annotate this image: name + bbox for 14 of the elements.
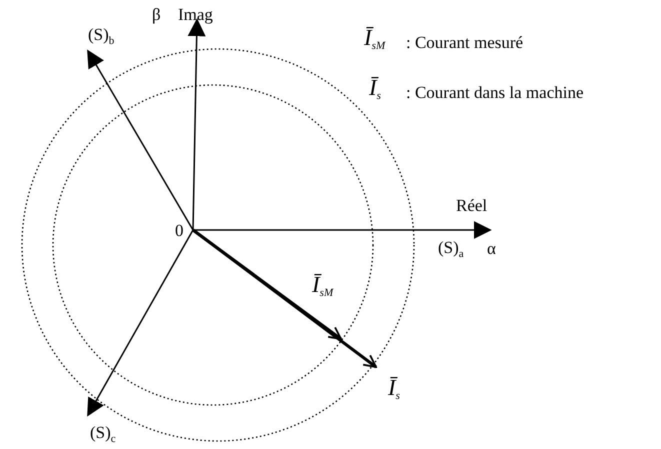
symbol-label: Ī$_{sM}$	[364, 26, 386, 49]
legend-text: : Courant mesuré	[406, 34, 524, 51]
axis-label: α	[487, 240, 496, 257]
legend-text: : Courant dans la machine	[406, 84, 584, 101]
origin-label: 0	[175, 222, 184, 239]
axis-label: Imag	[178, 6, 213, 23]
vector-label: Ī$_{s}$	[388, 376, 400, 399]
axis-label: Réel	[456, 197, 488, 214]
axis-label: β	[152, 6, 161, 23]
vector-label: Ī$_{sM}$	[312, 273, 334, 296]
axis-label: (S)$_{a}$	[438, 239, 464, 256]
axis-label: (S)$_{c}$	[90, 424, 116, 441]
axis-label: (S)$_{b}$	[88, 26, 114, 43]
symbol-label: Ī$_{s}$	[369, 76, 381, 99]
